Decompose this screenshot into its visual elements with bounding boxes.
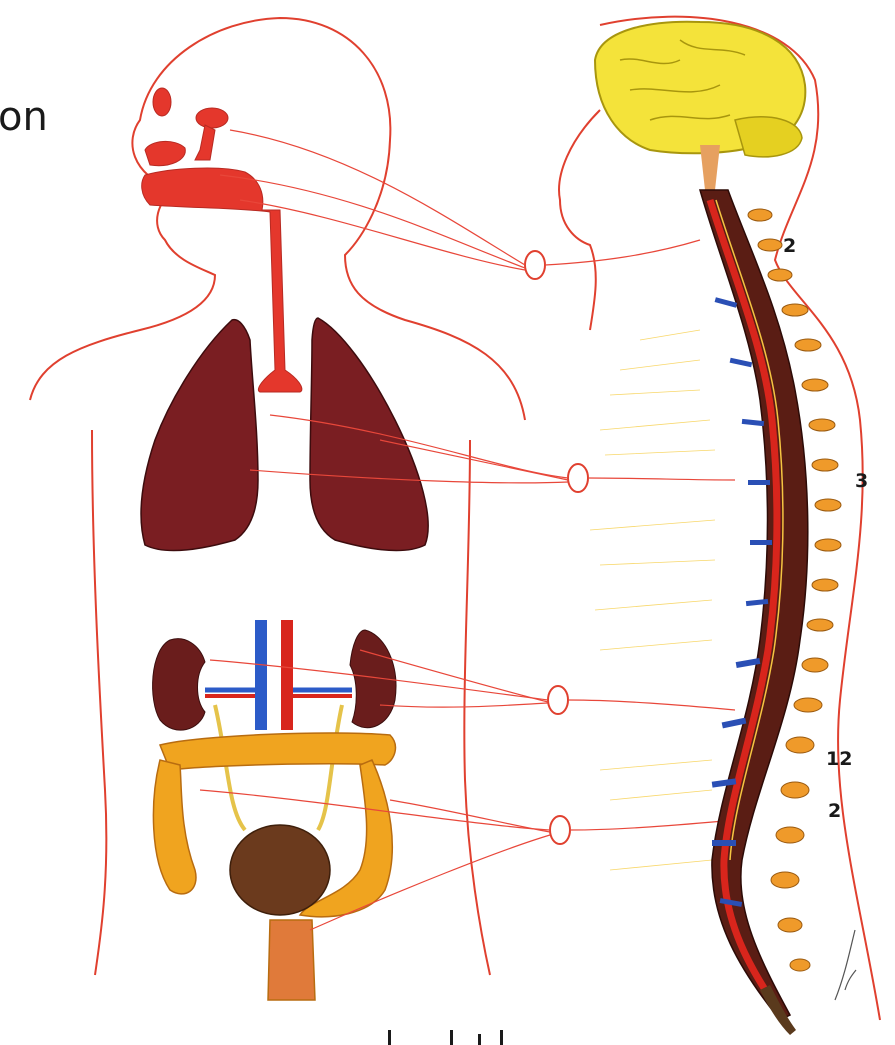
bottom-cropped-text: [388, 1030, 503, 1045]
brain: [595, 22, 805, 190]
artist-signature: [835, 930, 856, 1000]
ganglia: [525, 251, 588, 844]
cropped-title-fragment: on: [0, 94, 48, 140]
kidneys: [153, 620, 396, 830]
label-thoracic-mid-segment: 3: [855, 470, 868, 492]
spinal-fibers: [590, 330, 715, 870]
bladder: [230, 825, 330, 915]
label-lumbar-segment: 2: [828, 800, 841, 822]
label-thoracic-end-segment: 12: [826, 748, 852, 770]
label-cervical-segment: 2: [783, 235, 796, 257]
